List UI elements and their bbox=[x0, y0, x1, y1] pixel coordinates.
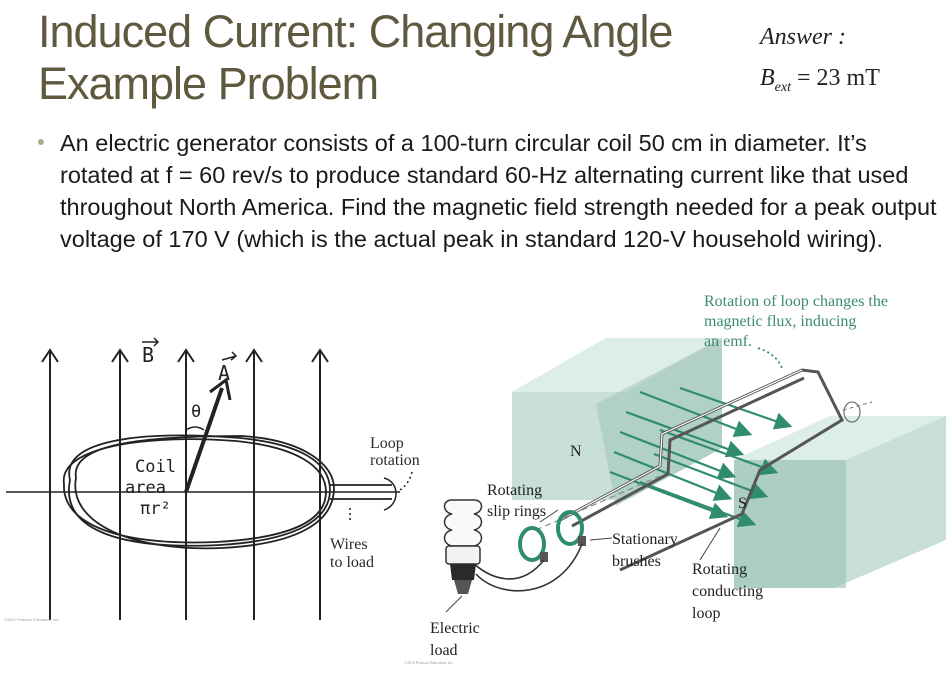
brush-2 bbox=[578, 536, 586, 546]
label-coil: Coil bbox=[135, 457, 176, 477]
magnetic-field-arrows bbox=[609, 386, 793, 528]
answer-label: Answer : bbox=[760, 24, 846, 50]
answer-equation: Bext = 23 mT bbox=[760, 65, 940, 96]
brush-1 bbox=[540, 552, 548, 562]
slide-title: Induced Current: Changing Angle Example … bbox=[38, 6, 728, 110]
light-bulb-icon bbox=[443, 499, 483, 594]
answer-value: = 23 mT bbox=[797, 65, 880, 91]
loop-label-2: conducting bbox=[692, 583, 763, 600]
left-diagram-labels: B A θ Coil area πr² Loop rotation Wires … bbox=[4, 343, 420, 622]
load-label-2: load bbox=[430, 642, 458, 659]
left-copyright: ©2012 Pearson Education, Inc. bbox=[4, 617, 59, 622]
pole-s-label: S bbox=[738, 495, 747, 512]
label-wires-1: Wires bbox=[330, 536, 368, 553]
slip-rings bbox=[518, 510, 584, 562]
title-line-1: Induced Current: Changing Angle bbox=[38, 6, 673, 57]
loop-label-3: loop bbox=[692, 605, 720, 622]
brushes-label-1: Stationary bbox=[612, 531, 678, 548]
caption-line-2: magnetic flux, inducing bbox=[704, 313, 856, 330]
label-a-vector: A bbox=[218, 361, 230, 385]
problem-bullet: An electric generator consists of a 100-… bbox=[38, 127, 938, 255]
pole-n-label: N bbox=[570, 443, 582, 460]
slip-rings-label-1: Rotating bbox=[487, 482, 542, 499]
left-diagram bbox=[6, 337, 413, 620]
label-loop-rotation-1: Loop bbox=[370, 435, 404, 452]
answer-box: Answer : Bext = 23 mT bbox=[760, 24, 940, 96]
title-line-2: Example Problem bbox=[38, 58, 379, 109]
label-loop-rotation-2: rotation bbox=[370, 452, 420, 469]
caption-line-3: an emf. bbox=[704, 333, 752, 350]
answer-subscript: ext bbox=[774, 80, 791, 95]
coil-loops bbox=[63, 434, 335, 550]
problem-text: An electric generator consists of a 100-… bbox=[60, 130, 937, 252]
load-label-1: Electric bbox=[430, 620, 480, 637]
label-pi-r-squared: πr² bbox=[140, 499, 171, 519]
area-vector bbox=[184, 387, 224, 493]
caption-line-1: Rotation of loop changes the bbox=[704, 293, 888, 310]
rotation-symbol bbox=[843, 401, 861, 423]
bullet-dot bbox=[38, 139, 44, 145]
answer-symbol: B bbox=[760, 65, 775, 91]
label-b-vector: B bbox=[142, 343, 154, 367]
loop-label-1: Rotating bbox=[692, 561, 747, 578]
label-wires-2: to load bbox=[330, 554, 374, 571]
label-theta: θ bbox=[191, 402, 201, 422]
field-lines bbox=[41, 348, 329, 620]
brushes-label-2: brushes bbox=[612, 553, 661, 570]
right-copyright: ©2012 Pearson Education, Inc. bbox=[404, 660, 454, 666]
right-diagram-labels: Rotation of loop changes the magnetic fl… bbox=[404, 293, 888, 666]
label-area: area bbox=[125, 478, 166, 498]
slip-rings-label-2: slip rings bbox=[487, 503, 546, 520]
right-diagram bbox=[443, 338, 946, 613]
